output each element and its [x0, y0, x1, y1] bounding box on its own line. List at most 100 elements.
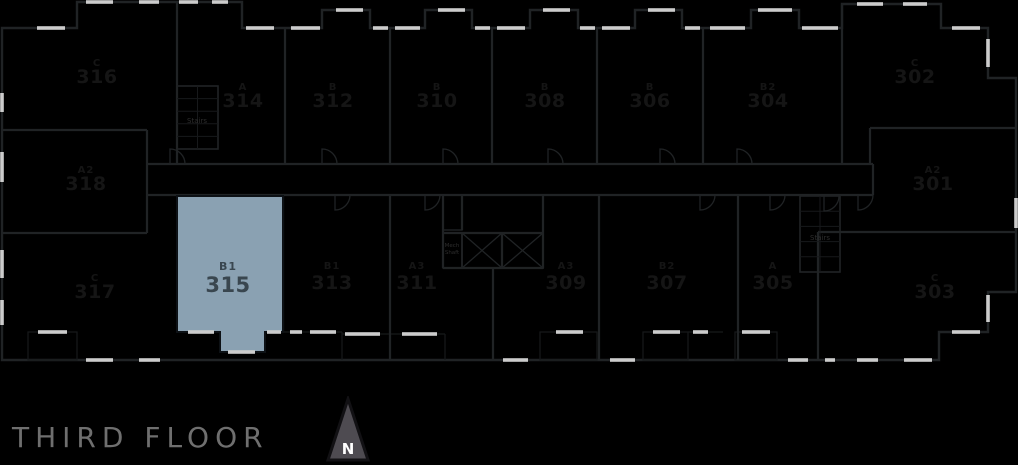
unit-type-label: B — [646, 82, 655, 93]
north-arrow-icon — [325, 396, 371, 462]
window-tick — [395, 26, 420, 30]
window-tick — [475, 26, 490, 30]
north-letter: N — [342, 440, 355, 458]
unit-type-label: B2 — [659, 261, 676, 272]
window-tick — [653, 330, 680, 334]
stairs-label: Stairs — [187, 117, 207, 125]
unit-number-label: 307 — [646, 272, 687, 294]
window-tick — [246, 26, 274, 30]
door-arc — [424, 194, 441, 211]
window-tick — [986, 295, 990, 322]
window-tick — [310, 330, 336, 334]
unit-number-label: 309 — [545, 272, 586, 294]
mech-shaft-room — [442, 232, 463, 269]
window-tick — [0, 152, 4, 182]
unit-type-label: C — [93, 58, 101, 69]
unit-number-label: 310 — [416, 90, 457, 112]
window-tick — [685, 26, 700, 30]
door-arc — [857, 194, 874, 211]
window-tick — [373, 26, 388, 30]
window-tick — [758, 8, 792, 12]
unit-type-label: A3 — [409, 261, 426, 272]
window-tick — [904, 358, 932, 362]
stairs-label: Stairs — [810, 234, 830, 242]
window-tick — [710, 26, 745, 30]
elevator-x — [461, 232, 503, 269]
window-tick — [543, 8, 570, 12]
unit-type-label: C — [91, 273, 99, 284]
unit-number-label: 302 — [894, 66, 935, 88]
unit-number-label: 315 — [205, 273, 250, 297]
window-tick — [986, 39, 990, 67]
unit-number-label: 312 — [312, 90, 353, 112]
window-tick — [86, 358, 113, 362]
unit-type-label: B — [541, 82, 550, 93]
unit-type-label: A — [769, 261, 778, 272]
unit-type-label: B2 — [760, 82, 777, 93]
window-tick — [903, 2, 927, 6]
unit-type-label: A2 — [925, 165, 942, 176]
unit-number-label: 311 — [396, 272, 437, 294]
unit-number-label: 314 — [222, 90, 263, 112]
window-tick — [802, 26, 838, 30]
building-outline — [0, 0, 1018, 362]
door-arc — [334, 194, 351, 211]
mech-shaft-label: Shaft — [445, 250, 460, 256]
window-tick — [497, 26, 525, 30]
door-arc — [659, 148, 676, 165]
elevator-x — [501, 232, 544, 269]
unit-type-label: C — [911, 58, 919, 69]
unit-type-label: B — [433, 82, 442, 93]
unit-type-label: B1 — [219, 260, 237, 273]
window-tick — [602, 26, 630, 30]
unit-number-label: 313 — [311, 272, 352, 294]
window-tick — [38, 330, 67, 334]
window-tick — [37, 26, 65, 30]
door-arc — [823, 195, 840, 212]
unit-number-label: 301 — [912, 173, 953, 195]
window-tick — [648, 8, 675, 12]
window-tick — [1014, 198, 1018, 228]
unit-number-label: 317 — [74, 281, 115, 303]
unit-number-label: 305 — [752, 272, 793, 294]
window-tick — [0, 300, 4, 325]
window-tick — [788, 358, 808, 362]
window-tick — [336, 8, 363, 12]
floor-title: THIRD FLOOR — [12, 421, 269, 454]
window-tick — [139, 0, 159, 4]
window-tick — [580, 26, 595, 30]
unit-number-label: 303 — [914, 281, 955, 303]
window-tick — [556, 330, 583, 334]
window-tick — [438, 8, 465, 12]
window-tick — [179, 0, 198, 4]
unit-type-label: A2 — [78, 165, 95, 176]
unit-number-label: 306 — [629, 90, 670, 112]
window-tick — [345, 332, 380, 336]
window-tick — [139, 358, 160, 362]
window-tick — [402, 332, 437, 336]
window-tick — [693, 330, 708, 334]
unit-type-label: A — [239, 82, 248, 93]
unit-type-label: A3 — [558, 261, 575, 272]
unit-type-label: B — [329, 82, 338, 93]
window-tick — [857, 358, 878, 362]
